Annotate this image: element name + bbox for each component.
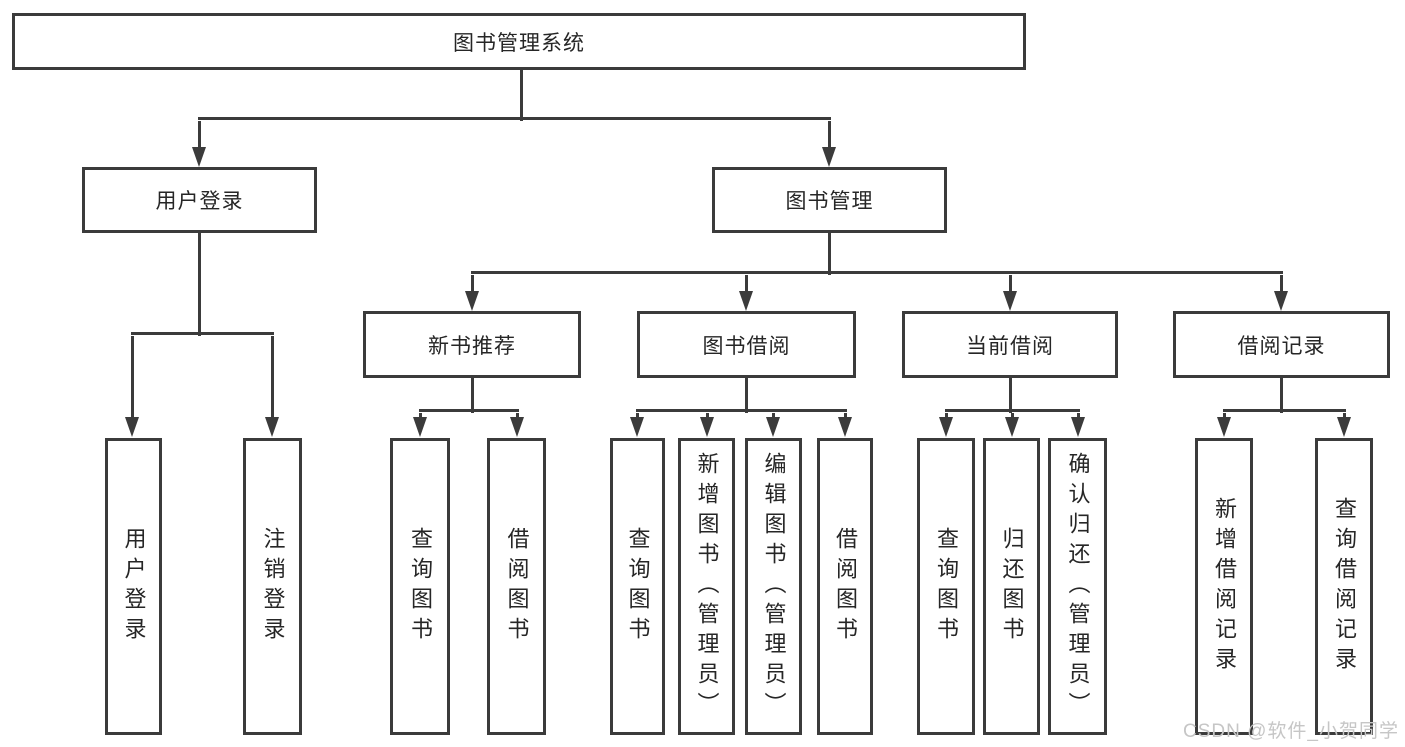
edge-arrow-shaft (131, 336, 134, 419)
arrowhead-down-icon (1274, 291, 1288, 311)
node-book-borrowing: 图书借阅 (637, 311, 856, 378)
edge-arrow-shaft (1011, 413, 1014, 419)
edge-horizontal-line (198, 117, 831, 120)
edge-horizontal-line (471, 271, 1283, 274)
arrowhead-down-icon (265, 417, 279, 437)
watermark: CSDN @软件_小贺同学 (1183, 721, 1399, 742)
edge-arrow-shaft (745, 275, 748, 293)
arrowhead-down-icon (700, 417, 714, 437)
node-query-borrow-record: 查询借阅记录 (1315, 438, 1373, 735)
arrowhead-down-icon (822, 147, 836, 167)
arrowhead-down-icon (192, 147, 206, 167)
edge-arrow-shaft (1077, 413, 1080, 419)
arrowhead-down-icon (630, 417, 644, 437)
arrowhead-down-icon (739, 291, 753, 311)
edge-arrow-shaft (198, 121, 201, 149)
edge-arrow-shaft (1343, 413, 1346, 419)
edge-horizontal-line (636, 409, 847, 412)
node-book-management: 图书管理 (712, 167, 947, 233)
arrowhead-down-icon (1071, 417, 1085, 437)
arrowhead-down-icon (1217, 417, 1231, 437)
node-confirm-return-admin: 确认归还（管理员） (1048, 438, 1107, 735)
node-borrowing-records: 借阅记录 (1173, 311, 1390, 378)
node-borrow-books-borrowing: 借阅图书 (817, 438, 873, 735)
arrowhead-down-icon (766, 417, 780, 437)
node-new-book-recommend: 新书推荐 (363, 311, 581, 378)
edge-arrow-shaft (419, 413, 422, 419)
edge-arrow-shaft (516, 413, 519, 419)
node-add-borrow-record: 新增借阅记录 (1195, 438, 1253, 735)
edge-arrow-shaft (945, 413, 948, 419)
edge-arrow-shaft (471, 275, 474, 293)
edge-vertical-line (745, 378, 748, 413)
node-user-login: 用户登录 (82, 167, 317, 233)
edge-arrow-shaft (1223, 413, 1226, 419)
node-library-management-system: 图书管理系统 (12, 13, 1026, 70)
edge-arrow-shaft (772, 413, 775, 419)
node-query-books-borrowing: 查询图书 (610, 438, 665, 735)
edge-arrow-shaft (706, 413, 709, 419)
node-return-books: 归还图书 (983, 438, 1040, 735)
edge-horizontal-line (1223, 409, 1346, 412)
arrowhead-down-icon (838, 417, 852, 437)
edge-vertical-line (1280, 378, 1283, 413)
edge-horizontal-line (131, 332, 274, 335)
arrowhead-down-icon (413, 417, 427, 437)
node-current-borrowing: 当前借阅 (902, 311, 1118, 378)
edge-arrow-shaft (271, 336, 274, 419)
edge-arrow-shaft (1280, 275, 1283, 293)
arrowhead-down-icon (510, 417, 524, 437)
edge-vertical-line (198, 233, 201, 336)
node-user-login-leaf: 用户登录 (105, 438, 162, 735)
edge-arrow-shaft (828, 121, 831, 149)
edge-horizontal-line (419, 409, 519, 412)
edge-arrow-shaft (1009, 275, 1012, 293)
edge-vertical-line (828, 233, 831, 275)
node-query-books-current: 查询图书 (917, 438, 975, 735)
edge-vertical-line (471, 378, 474, 413)
arrowhead-down-icon (465, 291, 479, 311)
node-edit-books-admin: 编辑图书（管理员） (745, 438, 802, 735)
arrowhead-down-icon (1003, 291, 1017, 311)
node-add-books-admin: 新增图书（管理员） (678, 438, 735, 735)
node-logout: 注销登录 (243, 438, 302, 735)
edge-arrow-shaft (844, 413, 847, 419)
node-query-books-newbooks: 查询图书 (390, 438, 450, 735)
node-borrow-books-newbooks: 借阅图书 (487, 438, 546, 735)
edge-vertical-line (520, 70, 523, 121)
arrowhead-down-icon (125, 417, 139, 437)
arrowhead-down-icon (1005, 417, 1019, 437)
edge-arrow-shaft (636, 413, 639, 419)
arrowhead-down-icon (939, 417, 953, 437)
edge-vertical-line (1009, 378, 1012, 413)
arrowhead-down-icon (1337, 417, 1351, 437)
edge-horizontal-line (945, 409, 1080, 412)
